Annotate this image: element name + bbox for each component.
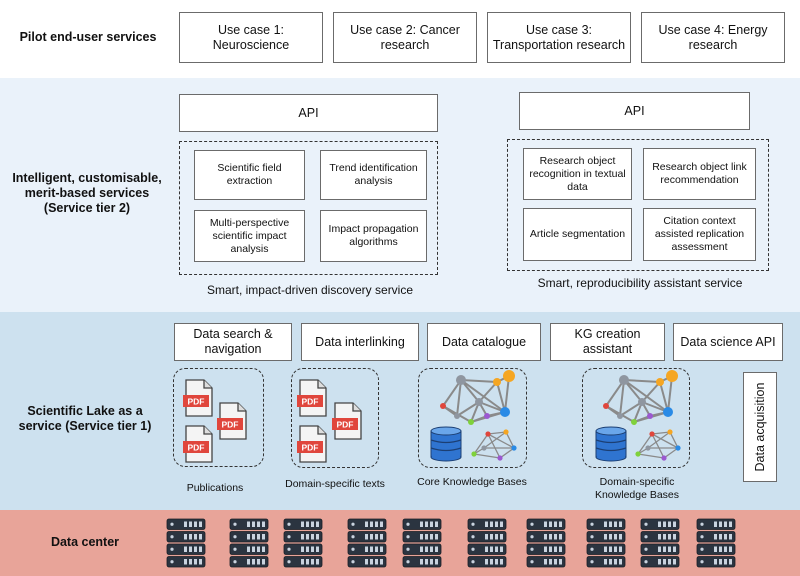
publications-group <box>173 368 264 467</box>
data-interlinking-box: Data interlinking <box>301 323 419 361</box>
datacenter-label: Data center <box>50 535 120 549</box>
data-catalogue-box: Data catalogue <box>427 323 541 361</box>
pdf-file-icon: PDF <box>217 402 249 440</box>
impact-propagation-box: Impact propagation algorithms <box>320 210 427 262</box>
knowledge-graph-icon <box>470 428 518 461</box>
server-rack-icon <box>467 518 507 570</box>
server-rack-icon <box>402 518 442 570</box>
server-row <box>0 518 800 570</box>
citation-context-box: Citation context assisted replication as… <box>643 208 756 261</box>
discovery-service-group <box>179 141 438 275</box>
domain-kb-group <box>582 368 690 468</box>
pdf-file-icon: PDF <box>183 379 215 417</box>
server-rack-icon <box>347 518 387 570</box>
research-object-link-box: Research object link recommendation <box>643 148 756 200</box>
publications-caption: Publications <box>186 482 244 494</box>
knowledge-graph-icon <box>435 370 515 426</box>
server-rack-icon <box>229 518 269 570</box>
kg-creation-box: KG creation assistant <box>550 323 665 361</box>
use-case-2-box: Use case 2: Cancer research <box>333 12 477 63</box>
domain-kb-caption: Domain-specific Knowledge Bases <box>594 476 680 501</box>
server-rack-icon <box>696 518 736 570</box>
core-kb-group <box>418 368 527 468</box>
server-rack-icon <box>283 518 323 570</box>
data-search-box: Data search & navigation <box>174 323 292 361</box>
pdf-file-icon: PDF <box>297 425 329 463</box>
knowledge-graph-icon <box>598 370 678 426</box>
pdf-file-icon: PDF <box>297 379 329 417</box>
database-icon <box>593 426 629 462</box>
svg-text:PDF: PDF <box>302 443 319 453</box>
discovery-service-caption: Smart, impact-driven discovery service <box>206 283 414 297</box>
scientific-field-extraction-box: Scientific field extraction <box>194 150 305 200</box>
data-acquisition-box: Data acquisition <box>743 372 777 482</box>
right-api-box: API <box>519 92 750 130</box>
pilot-tier-label: Pilot end-user services <box>19 30 157 44</box>
reproducibility-service-caption: Smart, reproducibility assistant service <box>537 276 743 290</box>
left-api-box: API <box>179 94 438 132</box>
knowledge-graph-icon <box>634 428 682 461</box>
data-science-api-box: Data science API <box>673 323 783 361</box>
trend-identification-box: Trend identification analysis <box>320 150 427 200</box>
server-rack-icon <box>586 518 626 570</box>
use-case-1-box: Use case 1: Neuroscience <box>179 12 323 63</box>
svg-text:PDF: PDF <box>337 420 354 430</box>
data-acquisition-label: Data acquisition <box>753 382 767 472</box>
server-rack-icon <box>640 518 680 570</box>
impact-analysis-box: Multi-perspective scientific impact anal… <box>194 210 305 262</box>
server-rack-icon <box>166 518 206 570</box>
domain-texts-group <box>291 368 379 468</box>
domain-texts-caption: Domain-specific texts <box>285 478 385 490</box>
svg-text:PDF: PDF <box>188 397 205 407</box>
tier1-label: Scientific Lake as a service (Service ti… <box>18 404 152 433</box>
use-case-4-box: Use case 4: Energy research <box>641 12 785 63</box>
database-icon <box>428 426 464 462</box>
core-kb-caption: Core Knowledge Bases <box>417 476 527 488</box>
svg-text:PDF: PDF <box>188 443 205 453</box>
reproducibility-service-group <box>507 139 769 271</box>
server-rack-icon <box>526 518 566 570</box>
svg-text:PDF: PDF <box>302 397 319 407</box>
research-object-recognition-box: Research object recognition in textual d… <box>523 148 632 200</box>
tier2-label: Intelligent, customisable, merit-based s… <box>12 171 162 215</box>
use-case-3-box: Use case 3: Transportation research <box>487 12 631 63</box>
pdf-file-icon: PDF <box>332 402 364 440</box>
svg-text:PDF: PDF <box>222 420 239 430</box>
pdf-file-icon: PDF <box>183 425 215 463</box>
article-segmentation-box: Article segmentation <box>523 208 632 261</box>
